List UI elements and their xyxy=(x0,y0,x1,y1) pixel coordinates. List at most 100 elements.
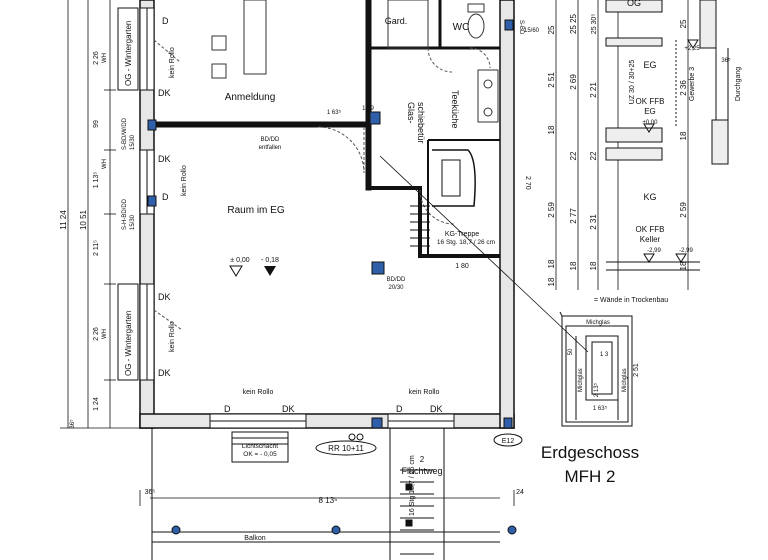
svg-text:18: 18 xyxy=(547,259,556,268)
kg-treppe-label: KG-Treppe xyxy=(445,231,479,238)
dimension-lines-left xyxy=(60,0,515,506)
section-drawing xyxy=(555,0,729,290)
sbd-left-1: S-BD/W/DD xyxy=(122,117,128,150)
label-d-4: D xyxy=(396,404,403,414)
section-ok-ffb-keller-2: Keller xyxy=(640,235,661,244)
kg-stair xyxy=(410,149,476,247)
lichtschacht-ok: OK = - 0,05 xyxy=(243,451,277,458)
room-gard: Gard. xyxy=(385,16,408,26)
label-d-1: D xyxy=(162,16,169,26)
bd-dd-top: BD/DD xyxy=(261,137,280,143)
room-glasschiebetuer-2: schiebetür xyxy=(416,102,426,144)
dim-180: 1 80 xyxy=(455,263,469,270)
section-keller-val: -2,99 xyxy=(647,248,661,254)
lichtschacht-label: Lichtschacht xyxy=(242,443,278,450)
detail-dim-13: 1 3 xyxy=(600,352,609,358)
svg-text:18: 18 xyxy=(547,277,556,286)
label-d-2: D xyxy=(162,192,169,202)
section-ok-ffb-keller: OK FFB xyxy=(636,225,665,234)
plan-subtitle: MFH 2 xyxy=(565,467,616,486)
fluchtweg-label: Fluchtweg xyxy=(401,466,442,476)
svg-text:2 51: 2 51 xyxy=(547,72,556,88)
dim-24: 24 xyxy=(516,489,524,496)
sbd-right-2: 15/60 xyxy=(524,28,540,34)
detail-dim-213: 2 13⁵ xyxy=(593,382,600,397)
level-markers xyxy=(229,265,276,277)
svg-text:2 59: 2 59 xyxy=(679,202,688,218)
dim-270: 2 70 xyxy=(524,176,531,190)
svg-text:2 36: 2 36 xyxy=(679,80,688,96)
sbd-right: S-BD xyxy=(518,20,524,35)
dim-36b: 36⁵ xyxy=(145,489,156,496)
level-000: ± 0,00 xyxy=(230,257,250,264)
bottom-exterior xyxy=(151,428,500,560)
section-eg: EG xyxy=(643,60,656,70)
section-ok-ffb-eg: OK FFB xyxy=(636,97,665,106)
kein-rollo-4: kein Rollo xyxy=(243,389,274,396)
section-36: 36⁵ xyxy=(721,57,731,64)
detail-title: Michglas xyxy=(586,320,610,326)
detail-dim-50: 50 xyxy=(568,348,574,355)
label-dk-6: DK xyxy=(430,404,443,414)
fixtures xyxy=(211,0,499,123)
balkon-label: Balkon xyxy=(244,535,266,542)
svg-text:2 21: 2 21 xyxy=(589,82,598,98)
room-anmeldung: Anmeldung xyxy=(225,92,276,103)
door-swings xyxy=(153,39,491,331)
detail-leader xyxy=(379,155,589,353)
dim-124: 1 24 xyxy=(93,397,100,411)
sbd-left-2b: 15/30 xyxy=(130,214,136,230)
svg-text:2 69: 2 69 xyxy=(569,74,578,90)
label-dk-1: DK xyxy=(158,88,171,98)
bd-dd-2030-2: 20/30 xyxy=(388,285,404,291)
dim-1124: 11 24 xyxy=(59,210,68,230)
svg-text:25: 25 xyxy=(679,19,688,28)
dim-36a: 36⁵ xyxy=(69,419,76,429)
bd-dd-2030: BD/DD xyxy=(387,277,406,283)
kein-rollo-5: kein Rollo xyxy=(409,389,440,396)
plan-title: Erdgeschoss xyxy=(541,443,639,462)
balkon-posts xyxy=(171,525,517,535)
detail-label-left: Michglas xyxy=(578,368,584,392)
room-teekuche: Teeküche xyxy=(450,90,460,129)
detail-box xyxy=(559,311,633,427)
wh-3: WH xyxy=(102,329,108,339)
rr-markers xyxy=(315,433,523,456)
dim-813: 8 13⁵ xyxy=(319,496,338,505)
dim-226a: 2 26 xyxy=(93,51,100,65)
section-dims: 25 2 51 18 2 59 18 18 25 25 2 69 22 2 77… xyxy=(547,13,688,286)
section-durchgang: Durchgang xyxy=(735,67,742,101)
section-uz: UZ 30 / 30+25 xyxy=(629,60,636,105)
kein-rollo-2: kein Rollo xyxy=(181,165,188,196)
room-wc: WC xyxy=(453,22,470,33)
left-window-frames xyxy=(117,7,139,381)
svg-text:18: 18 xyxy=(589,261,598,270)
dim-1051: 10 51 xyxy=(79,209,88,230)
e12-label: E12 xyxy=(502,438,515,445)
detail-label-right: Michglas xyxy=(622,368,628,392)
svg-text:2 31: 2 31 xyxy=(589,214,598,230)
svg-text:25 30⁵: 25 30⁵ xyxy=(591,14,598,35)
wh-2: WH xyxy=(102,159,108,169)
svg-text:18: 18 xyxy=(679,261,688,270)
fluchtweg-num: 2 xyxy=(420,455,425,464)
columns xyxy=(147,19,514,429)
sbd-left-2: S-H-BD/DD xyxy=(122,198,128,230)
kein-rollo-1: kein Rollo xyxy=(169,47,176,78)
section-ok-ffb-eg-val: ±0,00 xyxy=(643,120,659,126)
bd-dd-top-2: entfallen xyxy=(259,145,282,151)
wh-1: WH xyxy=(102,53,108,63)
svg-text:2 77: 2 77 xyxy=(569,208,578,224)
section-225: +2,25 xyxy=(684,46,700,52)
label-dk-2: DK xyxy=(158,154,171,164)
svg-text:18: 18 xyxy=(547,125,556,134)
og-wintergarten-2: OG - Wintergarten xyxy=(124,311,133,376)
svg-text:22: 22 xyxy=(589,151,598,160)
svg-text:18: 18 xyxy=(569,261,578,270)
section-og: OG xyxy=(627,0,641,8)
bottom-windows xyxy=(209,413,455,429)
og-wintergarten-1: OG - Wintergarten xyxy=(124,21,133,86)
sbd-left-1b: 15/30 xyxy=(130,134,136,150)
section-waende: = Wände in Trockenbau xyxy=(594,297,668,304)
svg-text:25: 25 xyxy=(547,25,556,34)
